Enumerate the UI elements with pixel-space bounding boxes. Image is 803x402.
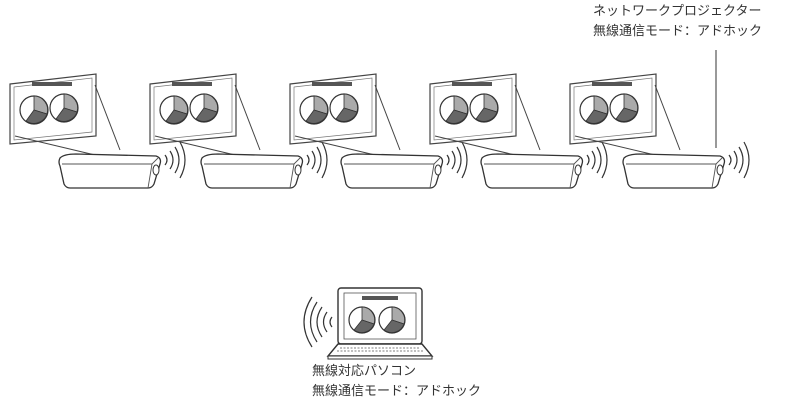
laptop-icon — [326, 287, 434, 360]
projector-unit-1 — [9, 73, 186, 189]
pc-label: 無線対応パソコン 無線通信モード：アドホック — [312, 362, 481, 402]
projector-label-name: ネットワークプロジェクター — [593, 4, 762, 19]
projection-screen-3 — [289, 73, 377, 145]
projection-screen-2 — [149, 73, 237, 145]
projector-label-mode: 無線通信モード：アドホック — [593, 24, 763, 39]
projection-screen-4 — [429, 73, 517, 145]
wireless-waves-icon-4 — [586, 141, 608, 179]
wireless-waves-icon-3 — [446, 141, 468, 179]
projector-icon-1 — [58, 153, 162, 189]
projector-label: ネットワークプロジェクター 無線通信モード：アドホック — [593, 2, 762, 42]
wireless-waves-icon-5 — [728, 141, 750, 179]
projector-icon-5 — [622, 153, 726, 189]
projection-screen-5 — [569, 73, 657, 145]
projector-unit-2 — [149, 73, 328, 189]
laptop-wireless-waves-icon — [303, 296, 333, 348]
pc-label-mode: 無線通信モード：アドホック — [312, 384, 482, 399]
wireless-waves-icon-1 — [164, 141, 186, 179]
projector-icon-3 — [340, 153, 444, 189]
pc-label-name: 無線対応パソコン — [312, 364, 417, 379]
projector-unit-3 — [289, 73, 468, 189]
projector-unit-5 — [569, 73, 750, 189]
projector-icon-2 — [200, 153, 304, 189]
projector-unit-4 — [429, 73, 608, 189]
projection-screen-1 — [9, 73, 97, 145]
wireless-waves-icon-2 — [306, 141, 328, 179]
projector-icon-4 — [480, 153, 584, 189]
